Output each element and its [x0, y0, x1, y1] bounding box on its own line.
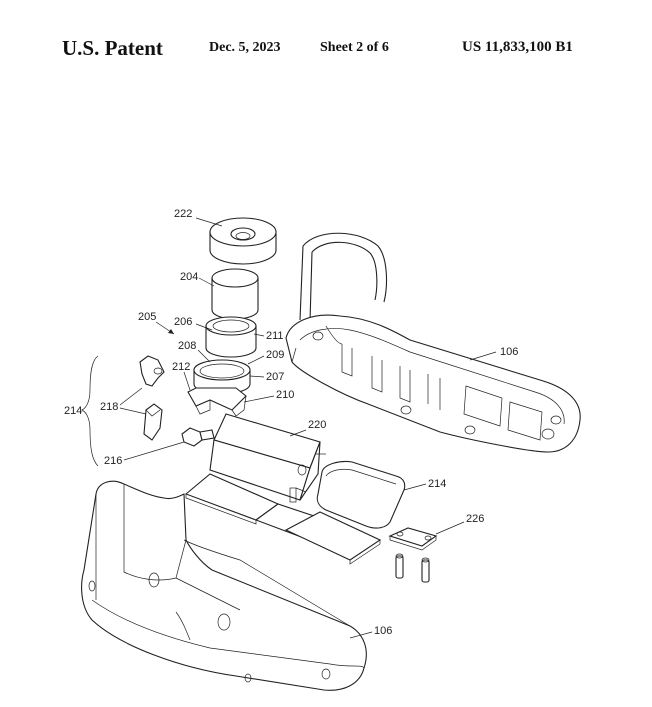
ref-214-brace: 214	[64, 405, 82, 417]
connector-226	[388, 527, 438, 583]
ref-206: 206	[174, 316, 192, 328]
ref-208: 208	[178, 340, 196, 352]
patent-date: Dec. 5, 2023	[209, 40, 281, 55]
ref-211: 211	[266, 330, 284, 342]
patent-label: U.S. Patent	[62, 36, 163, 60]
motor-220	[209, 413, 326, 503]
ref-207: 207	[266, 371, 284, 383]
ring-206	[205, 316, 257, 358]
ref-226: 226	[466, 513, 484, 525]
lower-housing	[81, 480, 367, 691]
ref-216: 216	[104, 455, 122, 467]
ref-209: 209	[266, 349, 284, 361]
ref-218: 218	[100, 401, 118, 413]
circuit-board	[184, 473, 382, 565]
clip-218	[139, 355, 165, 441]
ref-210: 210	[276, 389, 294, 401]
cap-222	[209, 217, 277, 265]
ref-222: 222	[174, 208, 192, 220]
ref-205: 205	[138, 311, 156, 323]
ref-106-upper: 106	[500, 346, 518, 358]
ref-106-lower: 106	[374, 625, 392, 637]
sheet-number: Sheet 2 of 6	[320, 40, 389, 55]
upper-housing	[285, 232, 581, 453]
cylinder-204	[211, 268, 259, 320]
ref-214-battery: 214	[428, 478, 446, 490]
base-210	[187, 387, 247, 417]
ref-212: 212	[172, 361, 190, 373]
ref-204: 204	[180, 271, 198, 283]
screw-216	[181, 427, 215, 447]
ref-220: 220	[308, 419, 326, 431]
battery-214	[316, 460, 406, 529]
patent-number: US 11,833,100 B1	[462, 39, 573, 55]
